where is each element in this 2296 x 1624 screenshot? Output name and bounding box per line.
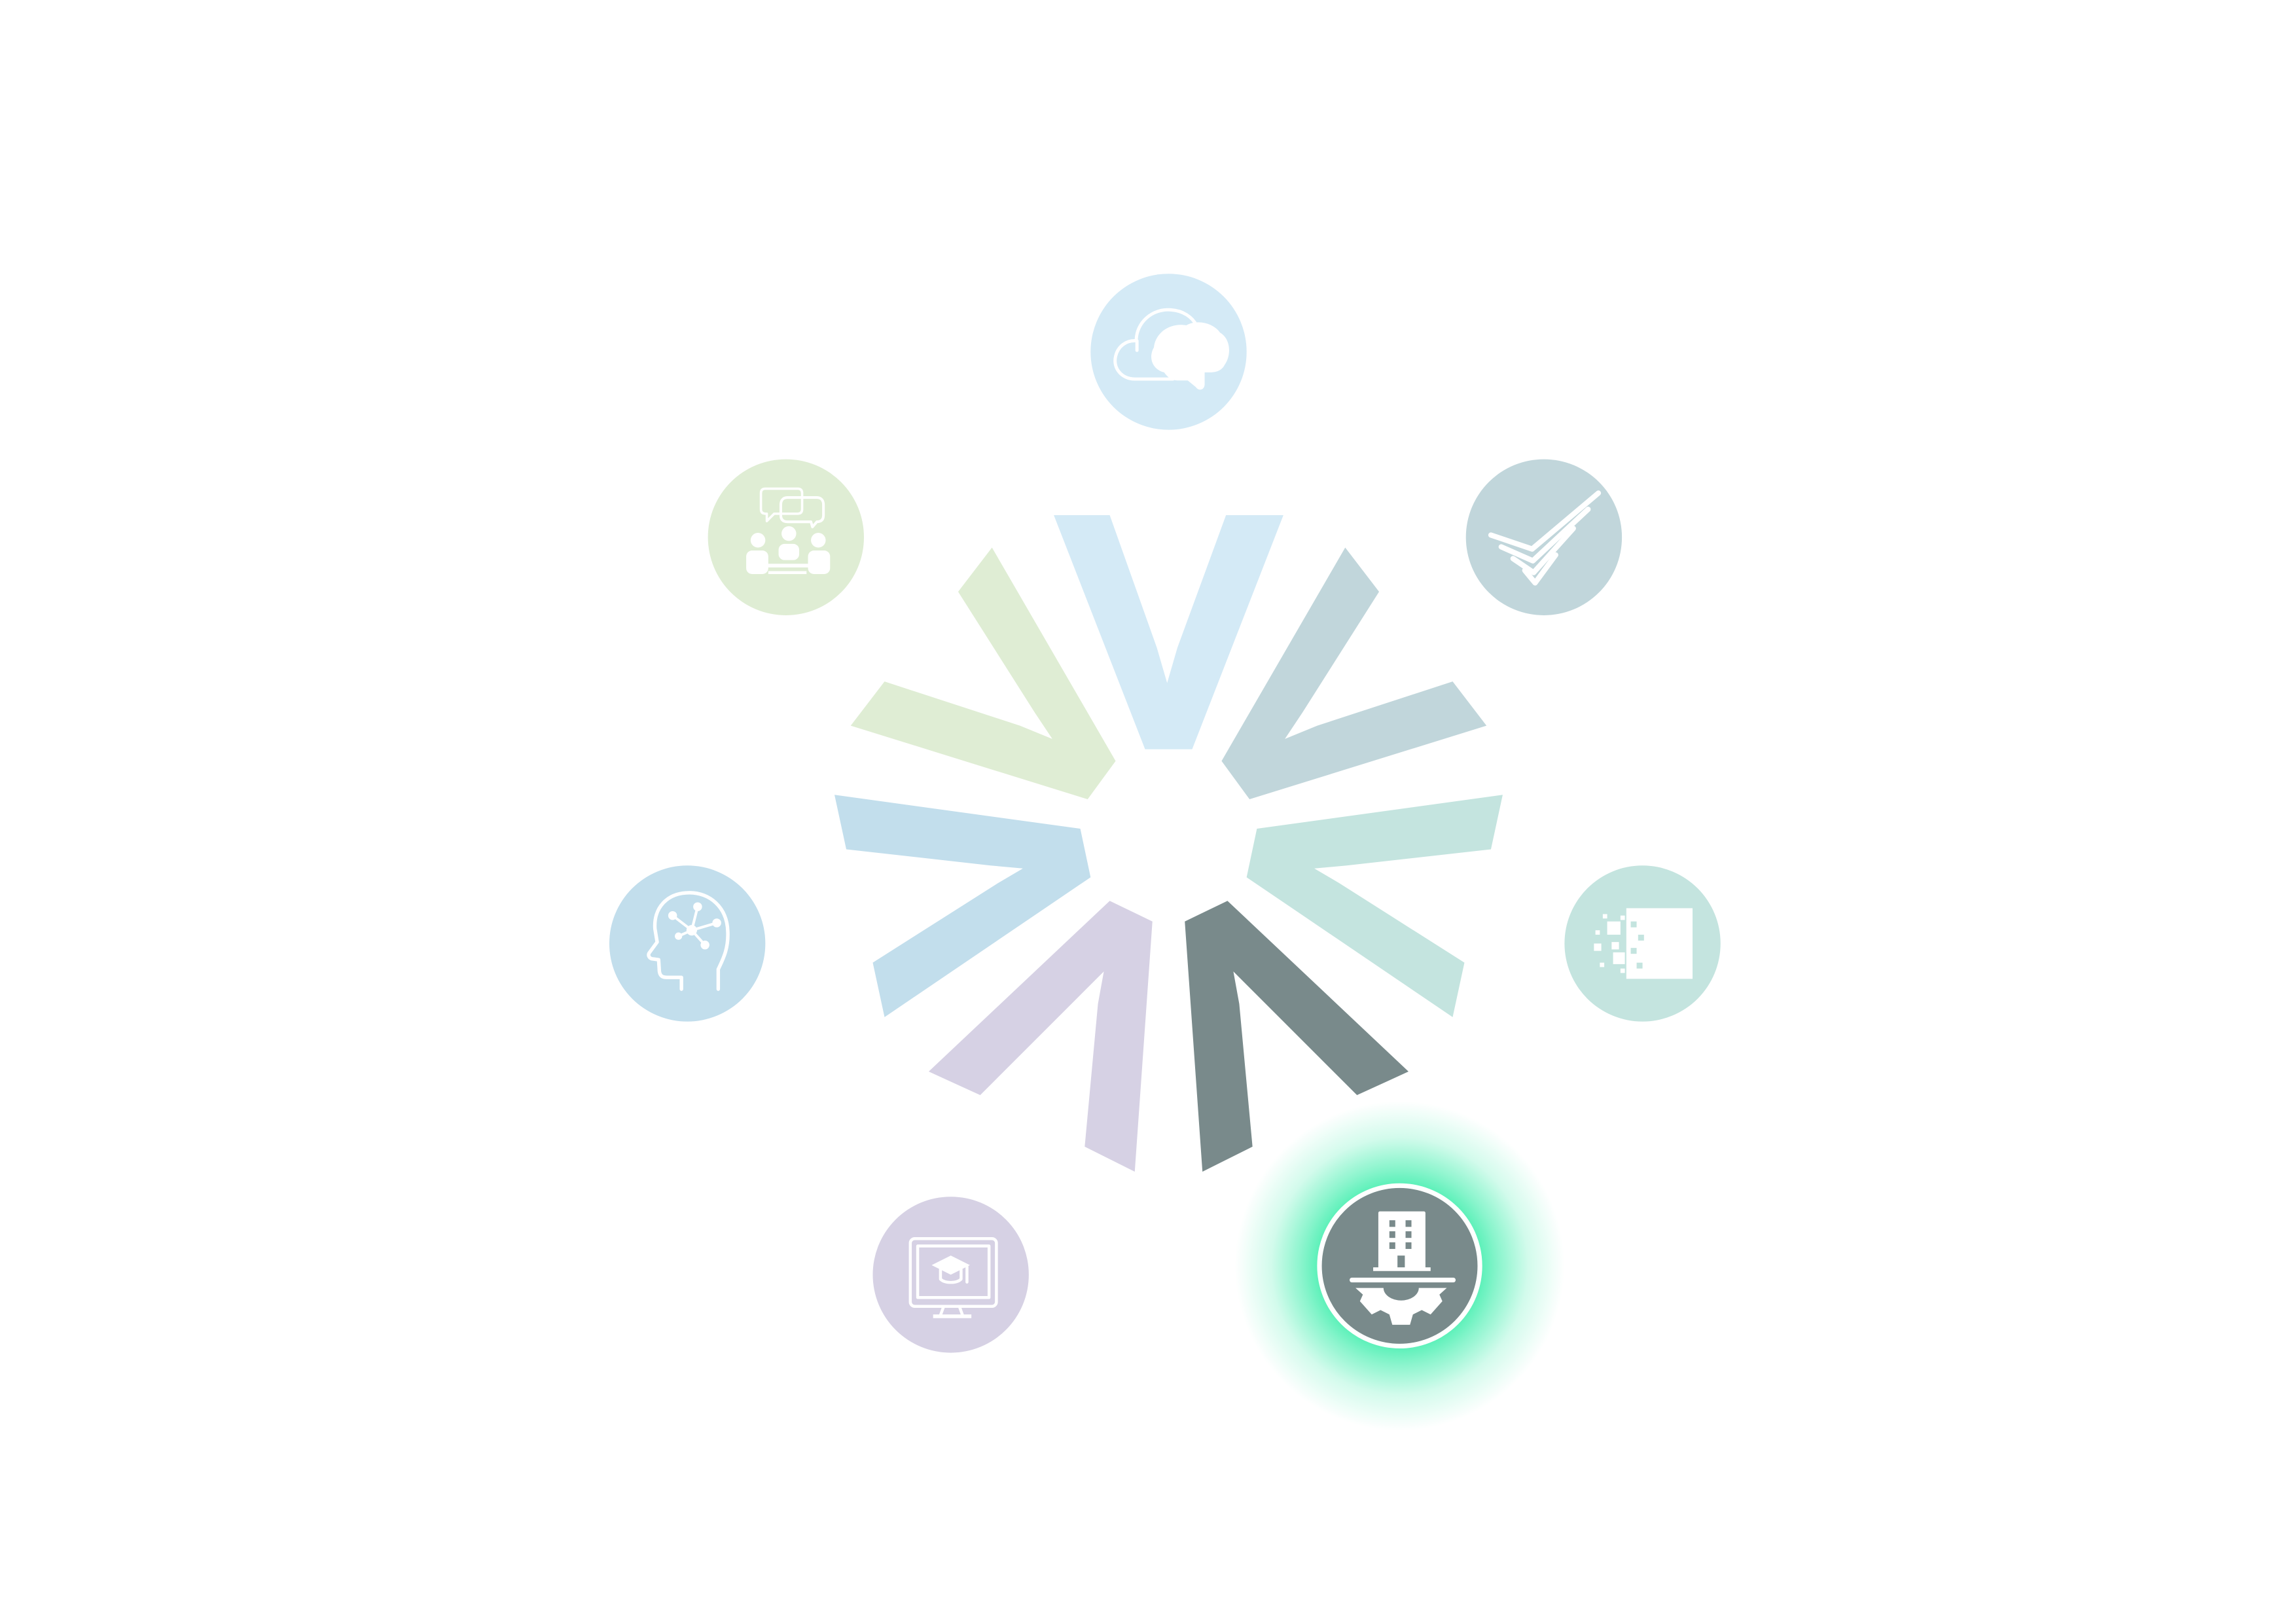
icon-button[interactable] bbox=[609, 865, 766, 1022]
gear-shape bbox=[1355, 1288, 1447, 1325]
head-network-icon bbox=[647, 891, 730, 991]
segment-chevron[interactable] bbox=[850, 547, 1116, 800]
segment-chevron[interactable] bbox=[1246, 795, 1503, 1017]
monitor-frame bbox=[908, 1237, 998, 1308]
segment-chevron[interactable] bbox=[834, 795, 1091, 1017]
person-head bbox=[811, 533, 826, 548]
segment-chevron[interactable] bbox=[1221, 547, 1487, 800]
person-head bbox=[781, 526, 797, 541]
monitor-graduation-cap-icon bbox=[908, 1237, 998, 1318]
speech-bubble bbox=[759, 487, 804, 522]
segment-building-gear[interactable] bbox=[1185, 901, 1478, 1344]
head-outline bbox=[647, 891, 730, 991]
brain-shape bbox=[1151, 322, 1229, 390]
team-discussion-icon bbox=[746, 487, 831, 574]
segment-pixel-square[interactable] bbox=[1246, 795, 1721, 1022]
active-ring bbox=[1317, 1183, 1482, 1349]
segment-layered-check[interactable] bbox=[1221, 459, 1623, 800]
layered-check-icon bbox=[1488, 490, 1602, 586]
speech-bubble bbox=[779, 496, 825, 529]
cloud-brain-icon bbox=[1113, 308, 1229, 390]
table bbox=[764, 564, 812, 568]
person-head bbox=[750, 533, 766, 548]
segment-cloud-brain[interactable] bbox=[1054, 274, 1283, 749]
pixel-square-icon bbox=[1594, 908, 1693, 979]
segment-head-network[interactable] bbox=[609, 795, 1091, 1022]
building-gear-icon bbox=[1350, 1211, 1456, 1325]
segment-chevron[interactable] bbox=[928, 901, 1153, 1172]
segment-chevron[interactable] bbox=[1054, 515, 1283, 749]
segment-monitor-graduation-cap[interactable] bbox=[872, 901, 1153, 1353]
segment-team-discussion[interactable] bbox=[708, 459, 1116, 800]
segment-chevron[interactable] bbox=[1185, 901, 1409, 1172]
